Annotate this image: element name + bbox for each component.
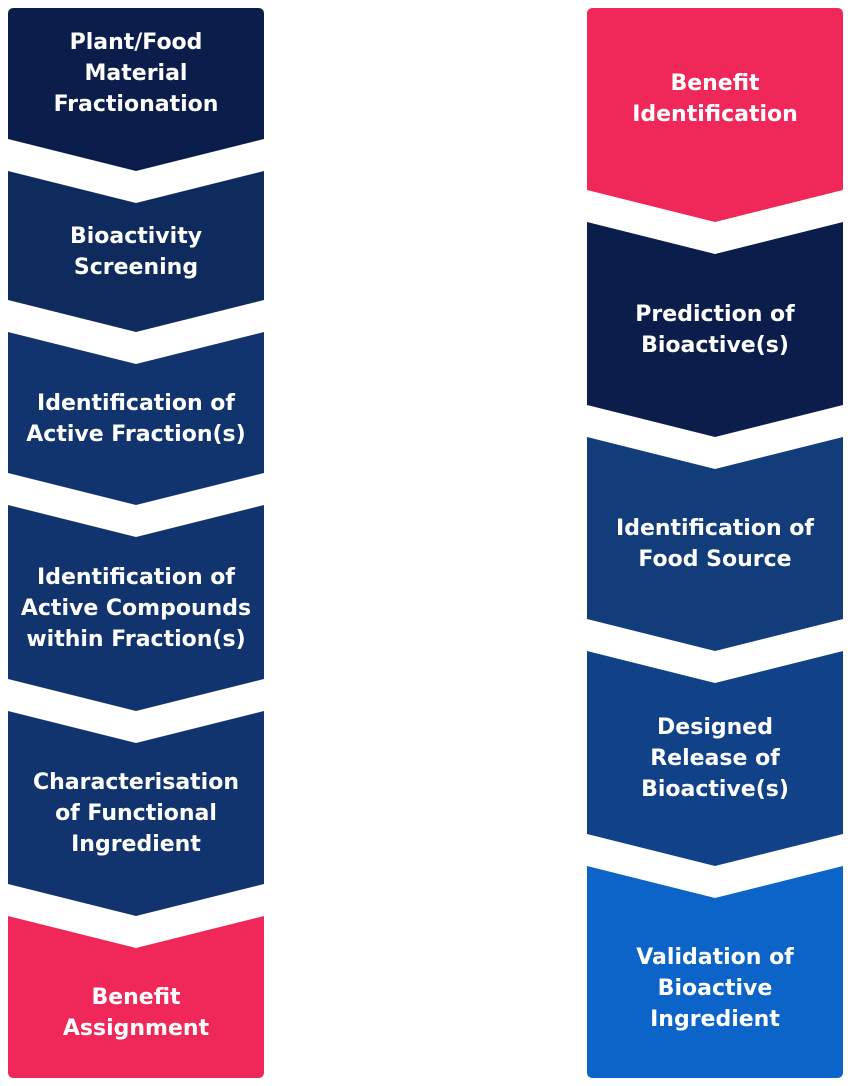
left-step-3-label: Identification of Active Fraction(s) [26,390,246,447]
left-step-2-label: Bioactivity Screening [69,223,203,280]
left-step-1-label: Plant/Food Material Fractionation [53,30,219,117]
right-step-1-label: Benefit Identification [632,71,798,127]
left-step-1: Plant/Food Material Fractionation [8,8,264,171]
right-step-1-shape [587,8,843,222]
left-step-2: Bioactivity Screening [8,171,264,332]
right-step-5-shape [587,866,843,1078]
left-step-2-shape [8,171,264,332]
right-step-5-label: Validation of Bioactive Ingredient [636,944,794,1032]
left-step-4-label: Identification of Active Compounds withi… [20,564,252,652]
left-step-1-shape [8,8,264,171]
right-step-3-shape [587,437,843,651]
left-step-5-shape [8,711,264,916]
right-step-5: Validation of Bioactive Ingredient [587,866,843,1078]
left-step-4-shape [8,505,264,711]
left-step-5-label: Characterisation of Functional Ingredien… [33,770,239,857]
left-step-6: Benefit Assignment [8,916,264,1078]
left-step-5: Characterisation of Functional Ingredien… [8,711,264,916]
right-step-3: Identification of Food Source [587,437,843,651]
left-step-3-shape [8,332,264,505]
right-step-2-shape [587,222,843,437]
right-step-3-label: Identification of Food Source [616,516,814,572]
left-step-6-shape [8,916,264,1078]
right-step-2-label: Prediction of Bioactive(s) [635,301,795,358]
right-step-4-label: Designed Release of Bioactive(s) [641,715,789,802]
right-step-1: Benefit Identification [587,8,843,222]
right-step-4-shape [587,651,843,866]
left-step-6-label: Benefit Assignment [62,985,210,1041]
left-step-3: Identification of Active Fraction(s) [8,332,264,505]
right-step-4: Designed Release of Bioactive(s) [587,651,843,866]
left-step-4: Identification of Active Compounds withi… [8,505,264,711]
right-step-2: Prediction of Bioactive(s) [587,222,843,437]
